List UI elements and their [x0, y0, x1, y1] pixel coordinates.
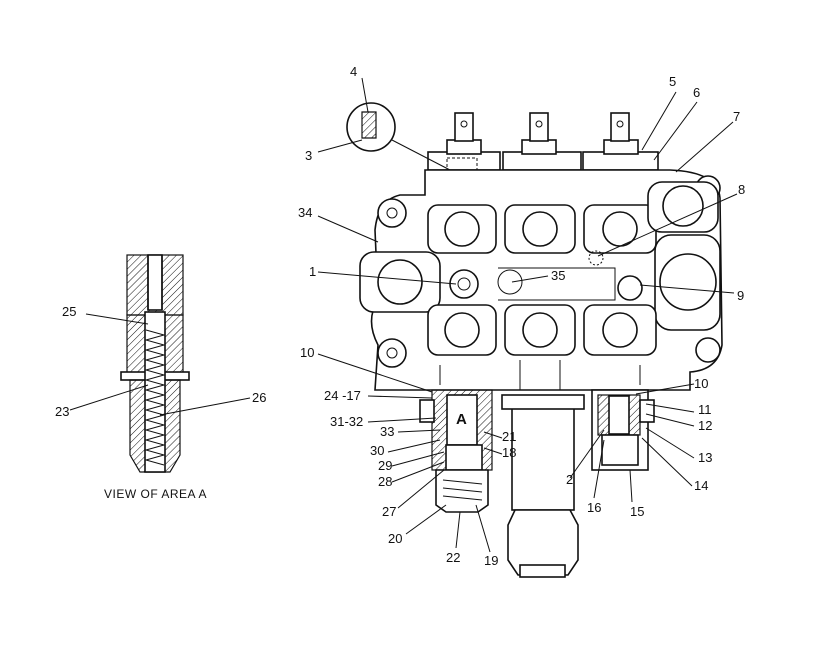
label-24-17: 24 -17	[324, 388, 361, 403]
label-2: 2	[566, 472, 573, 487]
label-30: 30	[370, 443, 384, 458]
section-marker-a: A	[456, 411, 467, 428]
label-7: 7	[733, 109, 740, 124]
label-23: 23	[55, 404, 69, 419]
port-block-middle-row	[359, 234, 721, 331]
label-29: 29	[378, 458, 392, 473]
label-25: 25	[62, 304, 76, 319]
port-block-top-row	[427, 181, 719, 254]
label-31-32: 31-32	[330, 414, 363, 429]
label-4: 4	[350, 64, 357, 79]
area-a-detail-view	[69, 254, 251, 473]
label-27: 27	[382, 504, 396, 519]
label-12: 12	[698, 418, 712, 433]
label-28: 28	[378, 474, 392, 489]
label-16: 16	[587, 500, 601, 515]
port-block-bottom-row	[427, 304, 657, 356]
label-5: 5	[669, 74, 676, 89]
label-1: 1	[309, 264, 316, 279]
spring-detail	[144, 329, 166, 466]
label-3: 3	[305, 148, 312, 163]
label-33: 33	[380, 424, 394, 439]
label-9: 9	[737, 288, 744, 303]
label-21: 21	[502, 429, 516, 444]
label-18: 18	[502, 445, 516, 460]
label-10-left: 10	[300, 345, 314, 360]
label-26: 26	[252, 390, 266, 405]
valve-assembly	[346, 102, 723, 578]
right-cartridge	[591, 389, 655, 471]
label-14: 14	[694, 478, 708, 493]
label-34: 34	[298, 205, 312, 220]
label-20: 20	[388, 531, 402, 546]
label-11: 11	[698, 402, 712, 417]
label-13: 13	[698, 450, 712, 465]
label-6: 6	[693, 85, 700, 100]
section-a-cartridge	[419, 389, 493, 513]
label-10-right: 10	[694, 376, 708, 391]
leader-lines	[317, 77, 738, 553]
view-caption: VIEW OF AREA A	[104, 487, 207, 501]
label-22: 22	[446, 550, 460, 565]
label-19: 19	[484, 553, 498, 568]
label-15: 15	[630, 504, 644, 519]
label-35: 35	[551, 268, 565, 283]
label-8: 8	[738, 182, 745, 197]
